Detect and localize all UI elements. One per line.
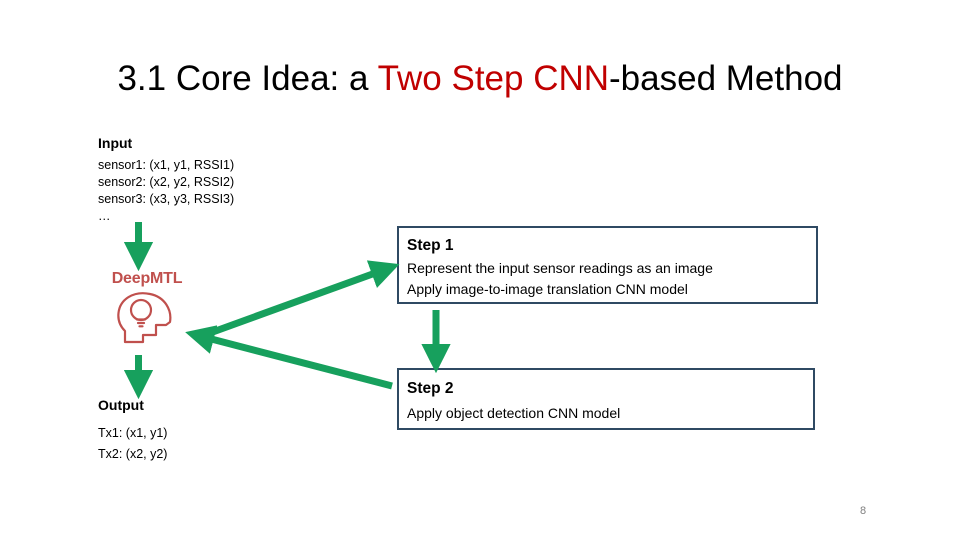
step-1-box: Step 1 Represent the input sensor readin… <box>397 226 818 304</box>
output-block: Output Tx1: (x1, y1) Tx2: (x2, y2) <box>98 396 358 465</box>
head-with-lightbulb-icon <box>112 290 182 353</box>
page-title-accent: Two Step CNN <box>377 59 610 98</box>
arrow-step2-to-model <box>185 325 393 390</box>
output-heading: Output <box>98 397 144 413</box>
input-line-list: sensor1: (x1, y1, RSSI1) sensor2: (x2, y… <box>98 157 358 225</box>
input-line: sensor1: (x1, y1, RSSI1) <box>98 158 235 172</box>
input-block: Input sensor1: (x1, y1, RSSI1) sensor2: … <box>98 134 358 225</box>
page-title: 3.1 Core Idea: a Two Step CNN-based Meth… <box>0 57 960 101</box>
step-2-box: Step 2 Apply object detection CNN model <box>397 368 815 430</box>
input-line: sensor3: (x3, y3, RSSI3) <box>98 192 235 206</box>
output-line: Tx2: (x2, y2) <box>98 447 168 461</box>
page-title-suffix: -based Method <box>609 59 843 98</box>
arrow-model-to-step1 <box>197 260 400 341</box>
step-1-title: Step 1 <box>407 237 454 254</box>
output-line-list: Tx1: (x1, y1) Tx2: (x2, y2) <box>98 423 358 465</box>
step-2-title: Step 2 <box>407 380 454 397</box>
input-heading: Input <box>98 135 133 151</box>
step-1-line: Apply image-to-image translation CNN mod… <box>407 281 688 297</box>
page-number: 8 <box>860 505 867 517</box>
input-line: sensor2: (x2, y2, RSSI2) <box>98 175 235 189</box>
output-line: Tx1: (x1, y1) <box>98 426 168 440</box>
page-title-prefix: 3.1 Core Idea: a <box>117 59 378 98</box>
deepmtl-wordmark: DeepMTL <box>111 270 183 287</box>
step-1-line: Represent the input sensor readings as a… <box>407 260 713 276</box>
deepmtl-logo: DeepMTL <box>97 270 197 350</box>
input-line-ellipsis: … <box>98 209 111 223</box>
step-2-line: Apply object detection CNN model <box>407 405 621 421</box>
